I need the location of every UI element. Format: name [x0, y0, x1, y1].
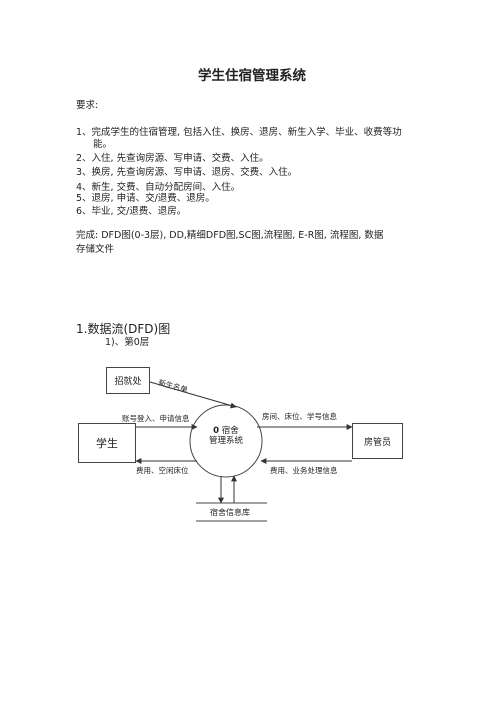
requirement-item: 4、新生, 交费、自动分配房间、入住。 [76, 182, 241, 193]
requirement-item: 3、换房, 先查询房源、写申请、退房、交费、入住。 [76, 167, 298, 178]
process-name-line1: 宿舍 [221, 426, 239, 436]
requirement-item: 1、完成学生的住宿管理, 包括入住、换房、退房、新生入学、毕业、收费等功 [76, 127, 402, 138]
flow-label-room-bed-id: 房间、床位、学号信息 [262, 412, 337, 421]
requirement-item: 6、毕业, 交/退费、退房。 [76, 206, 187, 217]
flow-label-fee-business: 费用、业务处理信息 [270, 466, 338, 475]
flow-label-account-login: 账号登入、申请信息 [122, 414, 190, 423]
subsection-heading: 1)、第0层 [105, 337, 150, 348]
completion-text-continued: 存储文件 [76, 244, 115, 255]
requirement-item: 2、入住, 先查询房源、写申请、交费、入住。 [76, 153, 269, 164]
page-title: 学生住宿管理系统 [198, 68, 306, 84]
flow-label-new-students: 新生名单 [157, 377, 189, 395]
process-label: 0 宿舍 管理系统 [190, 426, 262, 446]
process-number: 0 [213, 426, 220, 436]
process-name-line2: 管理系统 [208, 436, 243, 446]
datastore-label: 宿舍信息库 [210, 508, 250, 517]
entity-admissions: 招就处 [106, 367, 150, 394]
requirement-item-continued: 能。 [93, 139, 113, 150]
section-heading: 1.数据流(DFD)图 [76, 322, 171, 336]
entity-housing-manager: 房管员 [352, 423, 403, 459]
requirements-label: 要求: [76, 100, 99, 111]
requirement-item: 5、退房, 申请、交/退费、退房。 [76, 193, 215, 204]
completion-text: 完成: DFD图(0-3层), DD,精细DFD图,SC图,流程图, E-R图,… [76, 230, 384, 241]
flow-label-fee-free-bed: 费用、空闲床位 [136, 466, 189, 475]
entity-student: 学生 [78, 423, 136, 463]
